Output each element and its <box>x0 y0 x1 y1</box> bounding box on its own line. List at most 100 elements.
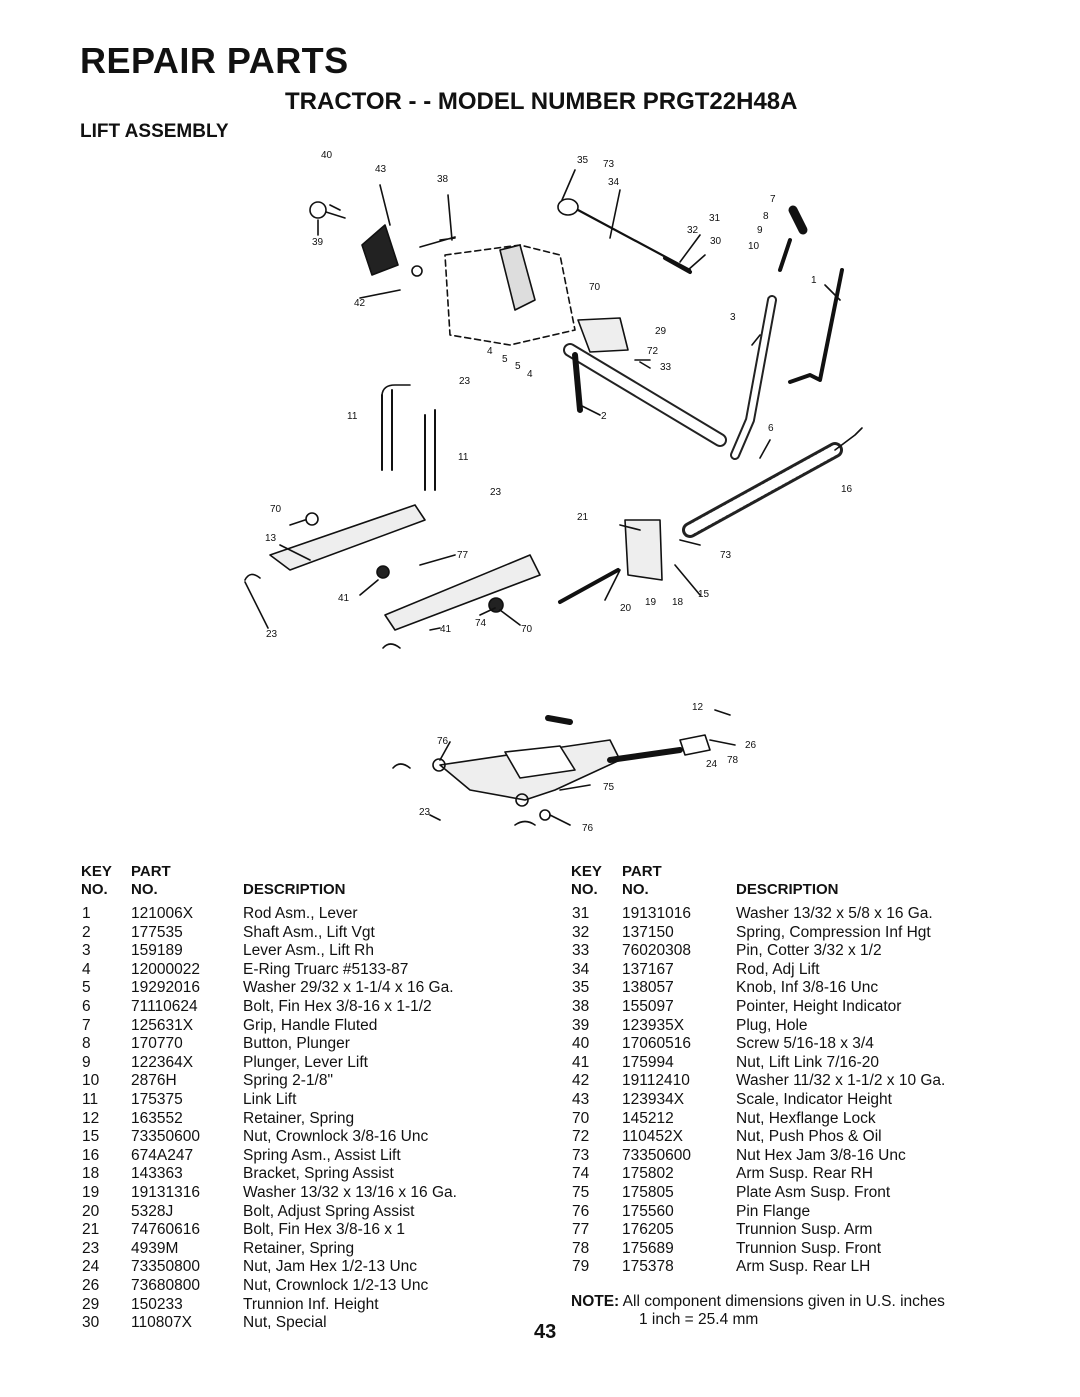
left-key-no-header: NO. <box>81 881 108 898</box>
callout: 34 <box>608 177 620 188</box>
key-cell: 18 <box>82 1165 100 1183</box>
callout: 5 <box>502 354 508 365</box>
callout: 8 <box>763 211 769 222</box>
key-cell: 6 <box>82 998 91 1015</box>
callout: 3 <box>730 312 736 323</box>
description-cell: Nut, Special <box>243 1314 327 1332</box>
key-cell: 78 <box>572 1239 590 1257</box>
key-cell: 75 <box>572 1184 590 1201</box>
part-number-cell: 175689 <box>622 1239 674 1257</box>
key-cell: 21 <box>82 1221 100 1239</box>
callout: 43 <box>375 164 387 175</box>
description-cell: Retainer, Spring <box>243 1239 355 1257</box>
description-cell: Screw 5/16-18 x 3/4 <box>736 1035 874 1053</box>
key-cell: 31 <box>572 905 590 922</box>
callout: 20 <box>620 603 632 614</box>
description-cell: Lever Asm., Lift Rh <box>243 942 374 960</box>
callout: 40 <box>321 150 333 161</box>
description-cell: Nut, Jam Hex 1/2-13 Unc <box>243 1258 418 1276</box>
key-cell: 12 <box>82 1109 100 1127</box>
key-cell: 35 <box>572 979 590 997</box>
callout: 30 <box>710 236 722 247</box>
callout: 4 <box>527 369 533 380</box>
description-cell: Nut, Lift Link 7/16-20 <box>736 1053 880 1071</box>
callout: 31 <box>709 213 721 224</box>
callout: 74 <box>475 618 487 629</box>
description-cell: E-Ring Truarc #5133-87 <box>243 960 409 978</box>
callout: 7 <box>770 194 776 205</box>
description-cell: Washer 11/32 x 1-1/2 x 10 Ga. <box>736 1072 946 1090</box>
description-cell: Grip, Handle Fluted <box>243 1016 378 1034</box>
description-cell: Spring, Compression Inf Hgt <box>736 923 931 941</box>
part-number-cell: 138057 <box>622 979 674 997</box>
key-cell: 3 <box>82 942 91 960</box>
description-cell: Washer 13/32 x 13/16 x 16 Ga. <box>243 1184 457 1201</box>
part-number-cell: 177535 <box>131 923 183 941</box>
description-cell: Plug, Hole <box>736 1016 808 1034</box>
part-number-cell: 110452X <box>622 1128 683 1146</box>
section-title: LIFT ASSEMBLY <box>80 121 229 142</box>
part-number-cell: 121006X <box>131 905 194 922</box>
key-cell: 26 <box>82 1277 100 1294</box>
description-cell: Shaft Asm., Lift Vgt <box>243 923 375 941</box>
part-number-cell: 175994 <box>622 1053 674 1071</box>
description-cell: Bolt, Fin Hex 3/8-16 x 1 <box>243 1221 405 1239</box>
callout: 33 <box>660 362 672 373</box>
key-cell: 1 <box>82 905 91 922</box>
key-cell: 29 <box>82 1295 100 1313</box>
callout: 35 <box>577 155 589 166</box>
key-cell: 5 <box>82 979 91 997</box>
description-cell: Rod Asm., Lever <box>243 905 358 922</box>
part-number-cell: 155097 <box>622 998 674 1015</box>
right-key-header: KEY <box>571 863 602 880</box>
description-cell: Knob, Inf 3/8-16 Unc <box>736 979 879 997</box>
part-number-cell: 674A247 <box>131 1146 194 1164</box>
description-cell: Plunger, Lever Lift <box>243 1053 368 1071</box>
part-number-cell: 110807X <box>131 1314 192 1332</box>
key-cell: 73 <box>572 1146 590 1164</box>
lift-assembly-diagram: 40 43 38 39 42 35 73 34 31 32 30 7 8 9 1… <box>244 150 863 834</box>
callout: 75 <box>603 782 615 793</box>
left-part-no-header: NO. <box>131 881 158 898</box>
part-number-cell: 137150 <box>622 923 674 941</box>
callout: 77 <box>457 550 469 561</box>
part-number-cell: 123934X <box>622 1091 685 1108</box>
part-number-cell: 73350600 <box>622 1146 691 1164</box>
key-cell: 11 <box>82 1091 99 1108</box>
part-number-cell: 123935X <box>622 1016 685 1034</box>
key-cell: 2 <box>82 923 91 941</box>
part-number-cell: 159189 <box>131 942 183 960</box>
callout: 5 <box>515 361 521 372</box>
part-number-cell: 73350600 <box>131 1128 200 1146</box>
description-cell: Nut, Crownlock 1/2-13 Unc <box>243 1277 429 1294</box>
part-number-cell: 73350800 <box>131 1258 200 1276</box>
model-subtitle: TRACTOR - - MODEL NUMBER PRGT22H48A <box>285 88 798 115</box>
description-cell: Trunnion Inf. Height <box>243 1295 379 1313</box>
callout: 70 <box>270 504 282 515</box>
key-cell: 33 <box>572 942 590 960</box>
callout: 15 <box>698 589 710 600</box>
part-number-cell: 19112410 <box>622 1072 690 1090</box>
part-number-cell: 163552 <box>131 1109 183 1127</box>
key-cell: 20 <box>82 1202 100 1220</box>
part-number-cell: 170770 <box>131 1035 183 1053</box>
description-cell: Nut, Push Phos & Oil <box>736 1128 882 1146</box>
note-conversion: 1 inch = 25.4 mm <box>639 1311 759 1328</box>
callout: 4 <box>487 346 493 357</box>
callout: 23 <box>266 629 278 640</box>
callout: 73 <box>720 550 732 561</box>
part-number-cell: 17060516 <box>622 1035 691 1053</box>
key-cell: 77 <box>572 1221 590 1239</box>
part-number-cell: 19131016 <box>622 905 691 922</box>
description-cell: Scale, Indicator Height <box>736 1091 892 1108</box>
part-number-cell: 150233 <box>131 1295 183 1313</box>
key-cell: 10 <box>82 1072 100 1090</box>
key-cell: 76 <box>572 1202 590 1220</box>
description-cell: Retainer, Spring <box>243 1109 355 1127</box>
part-number-cell: 175805 <box>622 1184 674 1201</box>
part-number-cell: 125631X <box>131 1016 194 1034</box>
key-cell: 16 <box>82 1146 100 1164</box>
key-cell: 79 <box>572 1258 590 1276</box>
callout: 32 <box>687 225 699 236</box>
description-cell: Nut, Hexflange Lock <box>736 1109 876 1127</box>
